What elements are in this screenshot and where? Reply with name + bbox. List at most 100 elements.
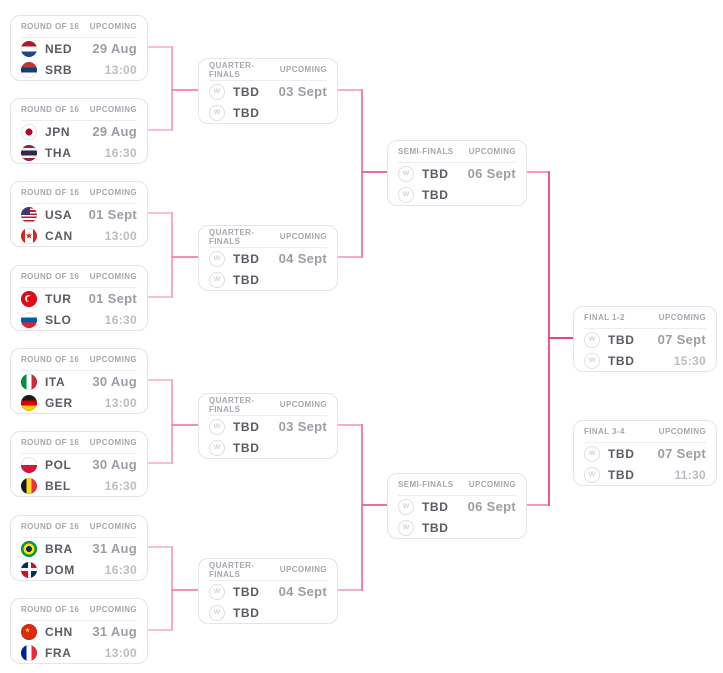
match-date: 30 Aug — [92, 374, 137, 389]
dom-flag-icon — [21, 561, 37, 578]
connector-r16-4-exit — [148, 296, 172, 298]
team-code: BRA — [45, 541, 73, 556]
connector-r16-g4-vertical — [171, 546, 173, 631]
status-badge: UPCOMING — [89, 188, 137, 197]
connector-sf-2-enter — [361, 504, 387, 506]
tbd-glyph: W — [402, 191, 410, 198]
connector-qf-2-enter — [171, 256, 198, 258]
team-code: USA — [45, 207, 73, 222]
team-code: TBD — [608, 332, 635, 347]
match-card-sf-2[interactable]: SEMI-FINALS UPCOMING W TBD 06 Sept W TBD — [387, 473, 527, 539]
tbd-logo-icon: W — [584, 352, 600, 369]
round-label: ROUND OF 16 — [21, 522, 80, 531]
connector-r16-2-exit — [148, 129, 172, 131]
status-badge: UPCOMING — [658, 427, 706, 436]
status-badge: UPCOMING — [89, 522, 137, 531]
team-code: TBD — [233, 605, 260, 620]
tbd-logo-icon: W — [209, 439, 225, 456]
match-card-r16-5[interactable]: ROUND OF 16 UPCOMING ITA 30 Aug GER 13:0… — [10, 348, 148, 414]
tbd-glyph: W — [588, 357, 596, 364]
match-card-qf-2[interactable]: QUARTER-FINALS UPCOMING W TBD 04 Sept W … — [198, 225, 338, 291]
jpn-flag-icon — [21, 123, 37, 140]
team-code: TBD — [233, 272, 260, 287]
team-row: CHN 31 Aug — [21, 621, 137, 642]
team-row: W TBD 06 Sept — [398, 163, 516, 184]
match-card-final-1-2[interactable]: FINAL 1-2 UPCOMING W TBD 07 Sept W TBD 1… — [573, 306, 717, 372]
connector-qf-2-exit — [338, 256, 362, 258]
tbd-logo-icon: W — [209, 83, 225, 100]
team-code: TBD — [608, 353, 635, 368]
match-card-r16-2[interactable]: ROUND OF 16 UPCOMING JPN 29 Aug THA 16:3… — [10, 98, 148, 164]
connector-r16-6-exit — [148, 462, 172, 464]
team-code: TBD — [608, 467, 635, 482]
team-code: TBD — [422, 187, 449, 202]
match-time: 16:30 — [104, 145, 137, 160]
status-badge: UPCOMING — [89, 355, 137, 364]
match-date: 06 Sept — [467, 499, 516, 514]
tbd-glyph: W — [213, 588, 221, 595]
bel-flag-icon — [21, 477, 37, 494]
match-card-r16-8[interactable]: ROUND OF 16 UPCOMING CHN 31 Aug FRA 13:0… — [10, 598, 148, 664]
match-card-r16-4[interactable]: ROUND OF 16 UPCOMING TUR 01 Sept SLO 16:… — [10, 265, 148, 331]
round-label: FINAL 1-2 — [584, 313, 625, 322]
connector-r16-5-exit — [148, 379, 172, 381]
ned-flag-icon — [21, 40, 37, 57]
team-code: ITA — [45, 374, 66, 389]
team-row: USA 01 Sept — [21, 204, 137, 225]
team-row: FRA 13:00 — [21, 642, 137, 663]
ita-flag-icon — [21, 373, 37, 390]
team-code: TBD — [233, 84, 260, 99]
status-badge: UPCOMING — [279, 65, 327, 74]
fra-flag-icon — [21, 644, 37, 661]
match-time: 13:00 — [104, 395, 137, 410]
match-time: 13:00 — [104, 228, 137, 243]
team-row: W TBD 06 Sept — [398, 496, 516, 517]
tbd-logo-icon: W — [209, 271, 225, 288]
tbd-glyph: W — [213, 88, 221, 95]
match-card-r16-3[interactable]: ROUND OF 16 UPCOMING USA 01 Sept CAN 13:… — [10, 181, 148, 247]
match-date: 29 Aug — [92, 124, 137, 139]
match-card-qf-3[interactable]: QUARTER-FINALS UPCOMING W TBD 03 Sept W … — [198, 393, 338, 459]
team-row: DOM 16:30 — [21, 559, 137, 580]
match-date: 30 Aug — [92, 457, 137, 472]
connector-qf-4-enter — [171, 589, 198, 591]
match-card-final-3-4[interactable]: FINAL 3-4 UPCOMING W TBD 07 Sept W TBD 1… — [573, 420, 717, 486]
connector-qf-4-exit — [338, 589, 362, 591]
tbd-glyph: W — [402, 524, 410, 531]
connector-qf-g1-vertical — [361, 89, 363, 258]
tbd-glyph: W — [213, 255, 221, 262]
connector-qf-3-enter — [171, 424, 198, 426]
tbd-glyph: W — [402, 170, 410, 177]
team-code: TBD — [608, 446, 635, 461]
match-card-r16-7[interactable]: ROUND OF 16 UPCOMING BRA 31 Aug DOM 16:3… — [10, 515, 148, 581]
connector-r16-3-exit — [148, 212, 172, 214]
connector-r16-7-exit — [148, 546, 172, 548]
round-label: SEMI-FINALS — [398, 480, 454, 489]
round-label: QUARTER-FINALS — [209, 60, 255, 79]
match-date: 03 Sept — [278, 84, 327, 99]
team-row: ITA 30 Aug — [21, 371, 137, 392]
connector-r16-g1-vertical — [171, 46, 173, 131]
tbd-logo-icon: W — [398, 498, 414, 515]
status-badge: UPCOMING — [279, 565, 327, 574]
match-card-r16-6[interactable]: ROUND OF 16 UPCOMING POL 30 Aug BEL 16:3… — [10, 431, 148, 497]
match-card-qf-4[interactable]: QUARTER-FINALS UPCOMING W TBD 04 Sept W … — [198, 558, 338, 624]
tbd-logo-icon: W — [584, 466, 600, 483]
match-date: 04 Sept — [278, 584, 327, 599]
match-time: 16:30 — [104, 312, 137, 327]
team-row: W TBD 04 Sept — [209, 248, 327, 269]
tbd-logo-icon: W — [398, 186, 414, 203]
status-badge: UPCOMING — [89, 105, 137, 114]
can-flag-icon — [21, 227, 37, 244]
round-label: ROUND OF 16 — [21, 272, 80, 281]
match-date: 07 Sept — [657, 446, 706, 461]
match-card-r16-1[interactable]: ROUND OF 16 UPCOMING NED 29 Aug SRB 13:0… — [10, 15, 148, 81]
tbd-logo-icon: W — [584, 331, 600, 348]
team-row: SRB 13:00 — [21, 59, 137, 80]
team-code: TBD — [422, 520, 449, 535]
match-card-qf-1[interactable]: QUARTER-FINALS UPCOMING W TBD 03 Sept W … — [198, 58, 338, 124]
match-card-sf-1[interactable]: SEMI-FINALS UPCOMING W TBD 06 Sept W TBD — [387, 140, 527, 206]
round-label: QUARTER-FINALS — [209, 227, 255, 246]
team-row: W TBD — [398, 517, 516, 538]
team-row: BRA 31 Aug — [21, 538, 137, 559]
